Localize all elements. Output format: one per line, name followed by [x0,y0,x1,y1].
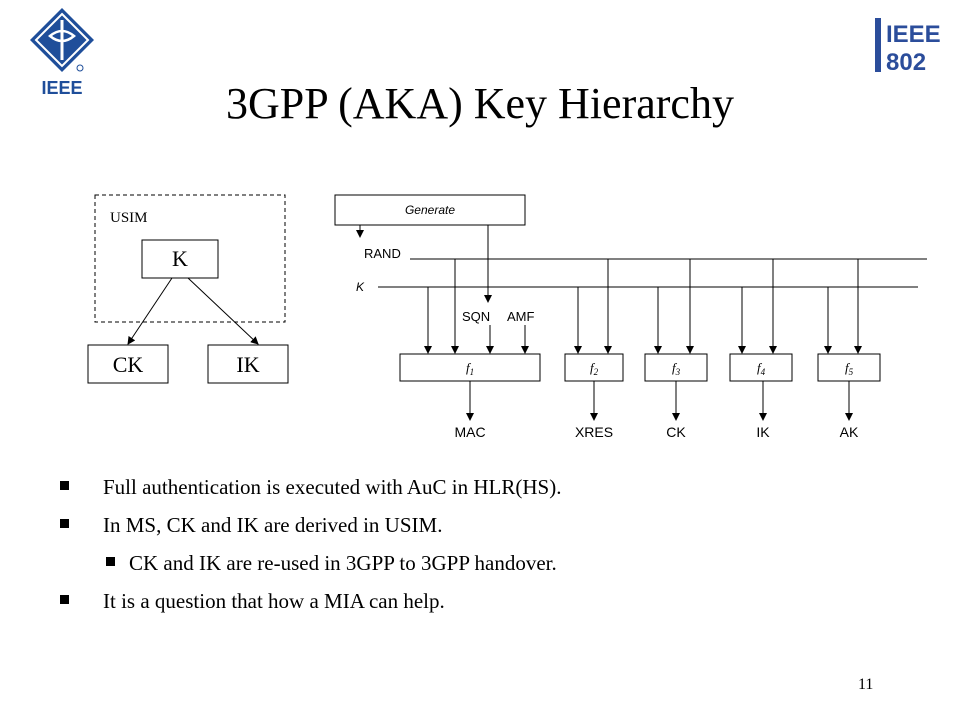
function-f3-box [644,353,708,382]
generate-box [334,194,526,226]
f1-output-label: MAC [454,424,485,440]
bullet-item: It is a question that how a MIA can help… [60,580,920,618]
ck-key-label: CK [113,352,144,377]
k-to-ik-arrow [187,277,259,345]
slide-title: 3GPP (AKA) Key Hierarchy [226,79,734,128]
function-f2-box [564,353,624,382]
function-f4-base: f [757,360,763,375]
function-f1-base: f [466,360,472,375]
f5-output-label: AK [840,424,859,440]
svg-text:f5: f5 [845,360,854,377]
f4-output-label: IK [756,424,770,440]
function-f4-box [729,353,793,382]
f3-output-label: CK [666,424,686,440]
function-f1: f1 [399,353,541,382]
function-f3-sub: 3 [675,367,681,377]
function-f5: f5 [817,353,881,382]
ieee-logo-icon: IEEE [30,8,94,98]
function-f5-base: f [845,360,851,375]
usim-container [94,194,286,323]
function-f2: f2 [564,353,624,382]
ieee-802-logo-line1: IEEE [886,21,940,48]
function-f4-sub: 4 [761,367,766,377]
function-f2-base: f [590,360,596,375]
svg-text:f2: f2 [590,360,599,377]
ieee-802-logo-line2: 802 [886,49,926,76]
ieee-802-logo-icon: IEEE 802 [875,18,940,76]
square-bullet-icon [60,481,69,491]
generate-label: Generate [405,203,455,217]
rand-label: RAND [364,246,401,261]
usim-label: USIM [110,210,148,226]
bullet-item: Full authentication is executed with AuC… [60,466,920,504]
svg-text:f1: f1 [466,360,474,377]
function-f1-sub: 1 [470,367,475,377]
f2-output-label: XRES [575,424,613,440]
function-f5-box [817,353,881,382]
svg-text:f3: f3 [672,360,681,377]
bullet-text: CK and IK are re-used in 3GPP to 3GPP ha… [129,551,557,576]
bullet-text: In MS, CK and IK are derived in USIM. [103,513,443,538]
square-bullet-icon [60,519,69,529]
function-f2-sub: 2 [594,367,599,377]
function-f3: f3 [644,353,708,382]
ik-key-box [207,344,289,384]
sub-bullet-item: CK and IK are re-used in 3GPP to 3GPP ha… [60,542,920,580]
svg-text:f4: f4 [757,360,766,377]
ck-key-box [87,344,169,384]
amf-label: AMF [507,309,535,324]
ik-key-label: IK [236,352,259,377]
root-key-box [141,239,219,279]
function-f4: f4 [729,353,793,382]
bullet-text: It is a question that how a MIA can help… [103,589,445,614]
bullet-list: Full authentication is executed with AuC… [60,466,920,618]
function-f3-base: f [672,360,678,375]
square-bullet-icon [106,557,115,567]
k-line-label: K [356,280,365,294]
ieee-logo-text: IEEE [41,78,82,98]
square-bullet-icon [60,595,69,605]
function-f5-sub: 5 [849,367,854,377]
k-to-ck-arrow [127,277,173,345]
sqn-label: SQN [462,309,490,324]
bullet-item: In MS, CK and IK are derived in USIM. [60,504,920,542]
page-number: 11 [858,676,874,693]
bullet-text: Full authentication is executed with AuC… [103,475,562,500]
root-key-label: K [172,246,188,271]
